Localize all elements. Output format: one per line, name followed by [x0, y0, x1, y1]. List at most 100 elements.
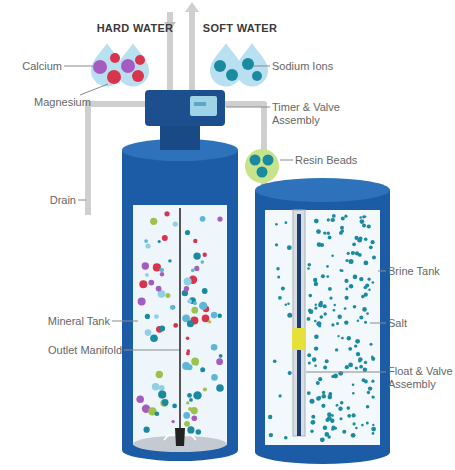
salt-pellet [372, 424, 374, 426]
salt-pellet [323, 366, 327, 370]
salt-pellet [331, 323, 334, 326]
resin-particle [216, 358, 223, 365]
salt-pellet [353, 275, 358, 280]
leader-line [378, 271, 386, 272]
salt-pellet [331, 218, 335, 222]
salt-pellet [318, 303, 323, 308]
part-label: Outlet Manifold [30, 344, 122, 357]
resin-particle [150, 335, 158, 343]
salt-pellet [338, 406, 342, 410]
salt-pellet [359, 365, 363, 369]
resin-particle [196, 429, 202, 435]
resin-particle [186, 352, 190, 356]
flow-heading: SOFT WATER [200, 22, 280, 35]
timer-display [190, 96, 217, 116]
salt-pellet [371, 395, 374, 398]
salt-pellet [323, 304, 327, 308]
salt-pellet [364, 286, 368, 290]
resin-particle [219, 354, 223, 358]
salt-pellet [341, 229, 345, 233]
tank-window [265, 210, 380, 445]
salt-pellet [366, 422, 369, 425]
resin-bead-callout [245, 149, 279, 183]
resin-particle [186, 336, 190, 340]
part-label: Mineral Tank [26, 315, 110, 328]
part-label: Resin Beads [295, 154, 395, 167]
part-label: Salt [388, 317, 454, 330]
salt-pellet [328, 287, 332, 291]
salt-pellet [348, 347, 352, 351]
salt-pellet [344, 215, 347, 218]
resin-particle [193, 391, 201, 399]
salt-pellet [372, 281, 375, 284]
soft-water-pipe [189, 12, 195, 92]
float-tube [293, 210, 305, 436]
resin-particle [203, 253, 207, 257]
resin-particle [191, 269, 195, 273]
resin-particle [216, 384, 224, 392]
outlet-manifold-pipe [179, 208, 181, 430]
resin-particle [203, 387, 207, 391]
resin-particle [168, 259, 171, 262]
salt-pellet [321, 274, 325, 278]
salt-pellet [314, 365, 317, 368]
salt-pellet [327, 416, 332, 421]
salt-pellet [363, 368, 367, 372]
salt-pellet [316, 381, 320, 385]
leader-line [64, 66, 94, 67]
salt-pellet [309, 309, 314, 314]
resin-particle [136, 396, 144, 404]
salt-pellet [284, 436, 288, 440]
resin-particle [154, 314, 159, 319]
resin-particle [187, 320, 194, 327]
salt-pellet [352, 413, 356, 417]
resin-particle [199, 302, 207, 310]
salt-pellet [307, 353, 311, 357]
salt-pellet [357, 320, 359, 322]
salt-pellet [316, 396, 321, 401]
salt-pellet [371, 240, 375, 244]
salt-pellet [273, 359, 277, 363]
salt-pellet [372, 432, 375, 435]
salt-pellet [340, 401, 344, 405]
magnesium-ion [110, 53, 120, 63]
salt-pellet [358, 253, 362, 257]
resin-particle [162, 235, 168, 241]
flow-arrow [185, 2, 199, 12]
salt-pellet [367, 224, 371, 228]
salt-pellets [268, 214, 376, 442]
salt-pellet [342, 430, 346, 434]
resin-particle [200, 367, 205, 372]
salt-pellet [278, 296, 282, 300]
valve-neck [160, 124, 200, 150]
salt-pellet [339, 408, 342, 411]
salt-pellet [325, 359, 329, 363]
salt-pellet [361, 424, 364, 427]
salt-pellet [338, 315, 342, 319]
sodium-ion [214, 60, 226, 72]
salt-pellet [371, 380, 374, 383]
resin-particle [183, 412, 190, 419]
salt-pellet [335, 348, 338, 351]
resin-particle [173, 221, 178, 226]
salt-pellet [362, 223, 366, 227]
salt-pellet [349, 259, 354, 264]
resin-particle [188, 407, 192, 411]
salt-pellet [371, 427, 376, 432]
salt-pellet [308, 263, 312, 267]
salt-pellet [334, 427, 337, 430]
salt-pellet [370, 343, 373, 346]
flow-arrow [186, 435, 196, 440]
salt-pellet [355, 427, 358, 430]
salt-pellet [357, 238, 362, 243]
salt-pellet [281, 287, 285, 291]
salt-pellet [356, 352, 360, 356]
resin-bead [257, 167, 268, 178]
tank-body [255, 190, 390, 452]
salt-pellet [312, 357, 317, 362]
resin-particle [144, 239, 148, 243]
salt-pellet [352, 242, 356, 246]
salt-pellet [355, 339, 360, 344]
